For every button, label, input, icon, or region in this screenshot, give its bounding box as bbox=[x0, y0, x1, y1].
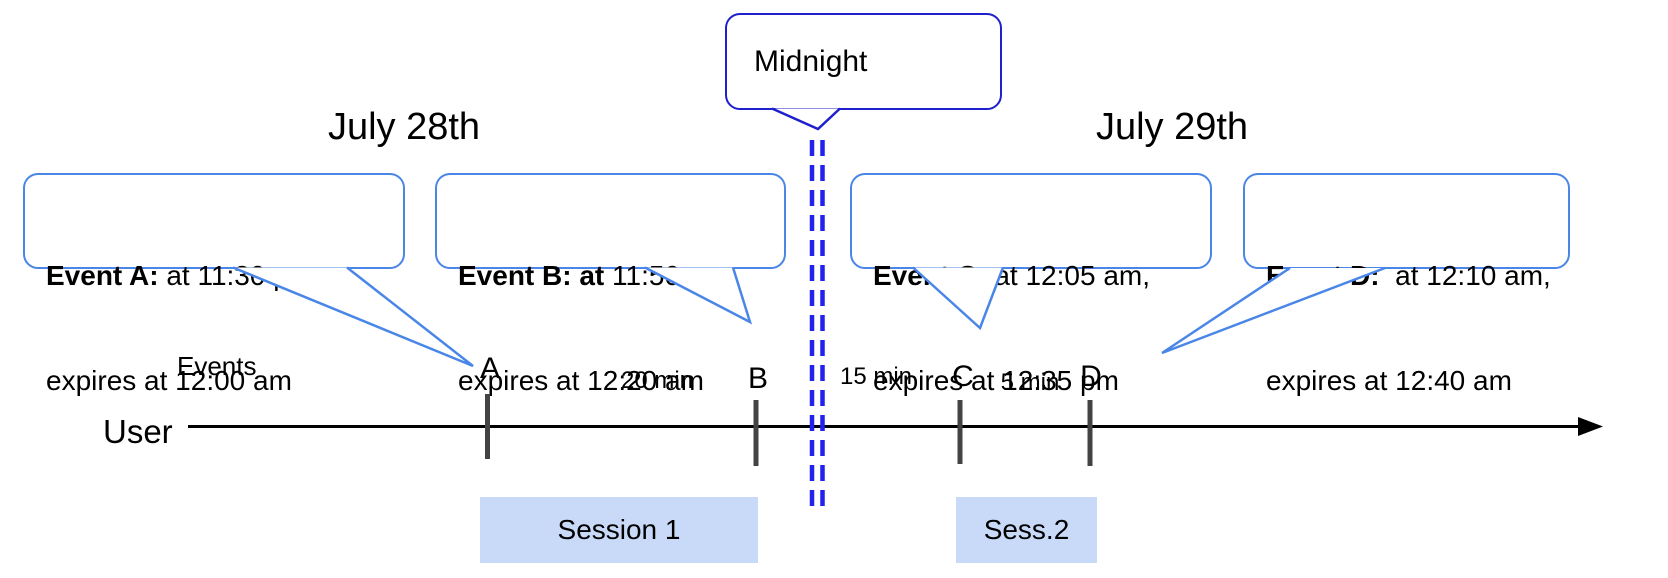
midnight-bubble: Midnight bbox=[725, 13, 1002, 110]
interval-5min: 5 min bbox=[1000, 369, 1060, 396]
event-a-line2: expires at 12:00 am bbox=[46, 365, 292, 396]
date-july-28: July 28th bbox=[327, 106, 481, 148]
event-d-bubble: Event D: at 12:10 am, expires at 12:40 a… bbox=[1243, 173, 1570, 396]
midnight-label: Midnight bbox=[754, 44, 868, 78]
tick-label-b: B bbox=[747, 362, 769, 395]
midnight-bubble-tail bbox=[771, 107, 841, 131]
interval-20min: 20 min bbox=[620, 367, 694, 394]
event-a-bubble: Event A: at 11:30 pm, expires at 12:00 a… bbox=[23, 173, 405, 396]
interval-15min: 15 min bbox=[839, 363, 913, 390]
event-b-bubble: Event B: at 11:50 pm, expires at 12:20 a… bbox=[435, 173, 786, 396]
session-2-label: Sess.2 bbox=[983, 514, 1070, 545]
event-d-line2: expires at 12:40 am bbox=[1266, 365, 1512, 396]
tick-label-a: A bbox=[479, 352, 501, 385]
event-b-line2: expires at 12:20 am bbox=[458, 365, 704, 396]
event-b-line1: Event B: at 11:50 pm, bbox=[458, 260, 735, 291]
event-c-line1: Event C: at 12:05 am, bbox=[873, 260, 1151, 291]
session-1-box: Session 1 bbox=[480, 497, 758, 563]
tick-label-d: D bbox=[1080, 360, 1102, 393]
tick-label-c: C bbox=[952, 360, 974, 393]
event-c-line2: expires at 12:35 pm bbox=[873, 365, 1119, 396]
session-2-box: Sess.2 bbox=[956, 497, 1097, 563]
events-label: Events bbox=[177, 351, 257, 381]
event-a-line1: Event A: at 11:30 pm, bbox=[46, 260, 320, 291]
timeline-arrowhead-icon bbox=[1578, 417, 1603, 436]
event-d-line1: Event D: at 12:10 am, bbox=[1266, 260, 1551, 291]
event-c-bubble: Event C: at 12:05 am, expires at 12:35 p… bbox=[850, 173, 1212, 396]
user-label: User bbox=[103, 413, 173, 450]
session-1-label: Session 1 bbox=[557, 514, 681, 545]
date-july-29: July 29th bbox=[1095, 106, 1249, 148]
